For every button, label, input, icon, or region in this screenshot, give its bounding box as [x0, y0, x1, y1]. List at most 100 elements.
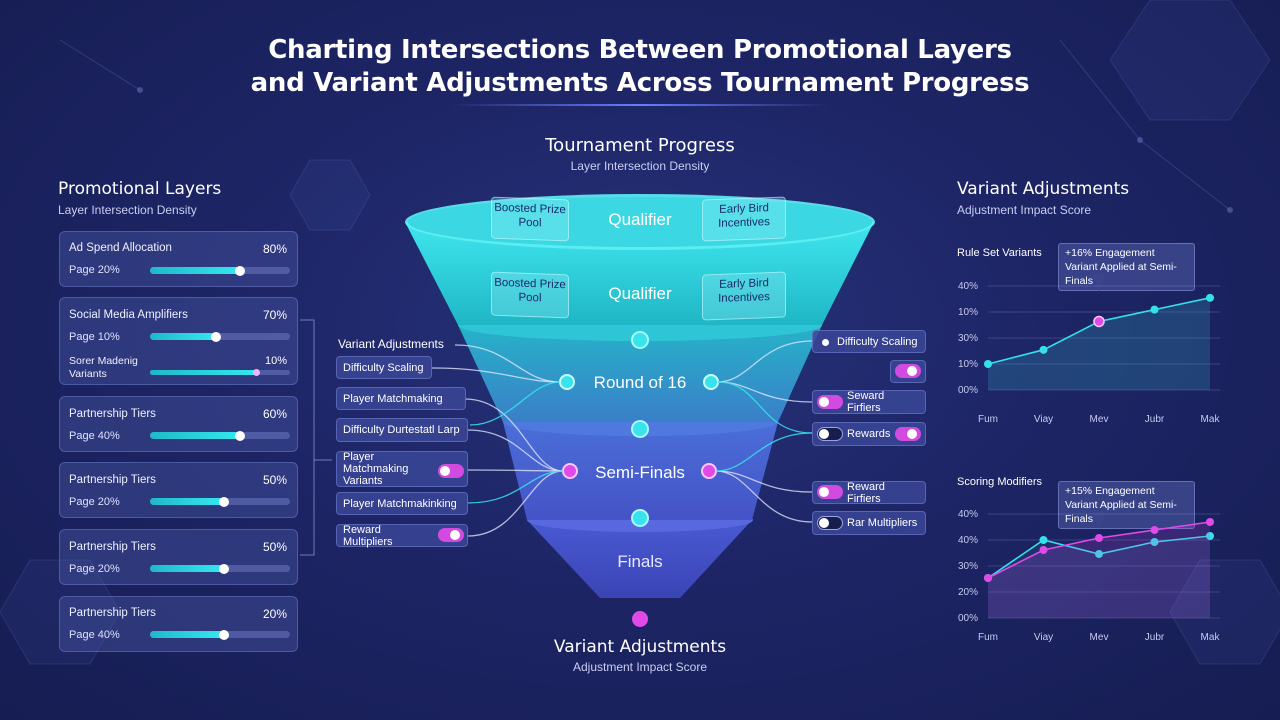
slider-knob[interactable] — [234, 430, 245, 441]
variant-adjustments-footer-heading: Variant Adjustments — [553, 637, 727, 657]
promo-card-name: Partnership Tiers — [69, 607, 156, 619]
toggle-dot — [819, 518, 829, 528]
chart1-title: Rule Set Variants — [957, 247, 1042, 259]
toggle-dot — [819, 487, 829, 497]
promo-card-percent: 50% — [262, 540, 287, 554]
boosted-prize-pool-tile[interactable]: Boosted Prize Pool — [491, 196, 569, 242]
data-point — [1150, 538, 1159, 546]
left-pill-difficulty[interactable]: Difficulty Durtestatl Larp — [336, 418, 468, 442]
promo-card-page: Page 40% — [69, 430, 120, 442]
funnel-qualifier — [405, 222, 874, 325]
promo-card-page: Page 10% — [69, 331, 120, 343]
left-pill-player-matchmaking[interactable]: Player Matchmaking — [336, 387, 466, 410]
promo-card-slider[interactable] — [150, 563, 290, 574]
promo-card-percent: 80% — [262, 242, 287, 256]
slider-knob[interactable] — [252, 369, 260, 376]
left-pill-reward-multipliers[interactable]: Reward Multipliers — [336, 524, 468, 548]
series-area — [988, 536, 1210, 618]
slider-knob[interactable] — [234, 265, 245, 276]
data-point — [1095, 550, 1103, 558]
right-pill-rar-multipliers[interactable]: Rar Multipliers — [812, 511, 926, 535]
promo-card[interactable]: Partnership Tiers 50% Page 20% — [59, 462, 298, 518]
y-tick-label: 40% — [958, 535, 978, 546]
promo-card-slider[interactable] — [150, 629, 290, 640]
variants-toggle[interactable] — [438, 464, 464, 478]
promo-card-slider[interactable] — [150, 430, 290, 441]
promo-card-extra-slider[interactable] — [150, 369, 290, 376]
promo-card-page: Page 20% — [69, 264, 120, 276]
data-point — [1206, 532, 1214, 540]
promo-card-name: Partnership Tiers — [69, 541, 156, 553]
chart1-callout: +16% Engagement Variant Applied at Semi-… — [1058, 243, 1195, 291]
right-toggle-1[interactable] — [895, 364, 921, 378]
slider-fill — [150, 267, 240, 274]
funnel-round-of-16 — [458, 325, 822, 422]
promo-card[interactable]: Partnership Tiers 60% Page 40% — [59, 396, 298, 452]
data-point — [1150, 526, 1159, 534]
slider-knob[interactable] — [219, 496, 230, 507]
left-bracket — [300, 319, 332, 556]
chart1-callout-pointer — [1092, 274, 1106, 292]
boosted-prize-pool-tile[interactable]: Boosted Prize Pool — [491, 271, 569, 319]
title-divider — [450, 104, 830, 106]
chart2-callout: +15% Engagement Variant Applied at Semi-… — [1058, 481, 1195, 529]
slider-fill — [150, 631, 225, 638]
promo-card[interactable]: Partnership Tiers 20% Page 40% — [59, 596, 298, 652]
right-pill-difficulty-scaling[interactable]: Difficulty Scaling — [812, 330, 926, 353]
promo-card-slider[interactable] — [150, 331, 290, 342]
left-pill-player-matchmakinking[interactable]: Player Matchmakinking — [336, 492, 468, 515]
y-tick-label: 20% — [958, 587, 978, 598]
right-toggle-6[interactable] — [817, 516, 843, 530]
y-tick-label: 30% — [958, 561, 978, 572]
promo-card-page: Page 20% — [69, 496, 120, 508]
data-point — [1039, 536, 1048, 544]
y-tick-label: 40% — [958, 509, 978, 520]
x-tick-label: Mev — [1090, 632, 1109, 643]
left-pill-player-matchmaking-variants[interactable]: Player Matchmaking Variants — [336, 451, 468, 487]
stage-qualifier: Qualifier — [608, 284, 672, 303]
right-toggle-3[interactable] — [817, 427, 843, 441]
stage-round-of-16: Round of 16 — [593, 373, 687, 392]
x-tick-label: Jubr — [1145, 632, 1165, 643]
promo-card-percent: 70% — [262, 308, 287, 322]
promo-card-slider[interactable] — [150, 265, 290, 276]
promo-card-page: Page 40% — [69, 629, 120, 641]
promo-card[interactable]: Ad Spend Allocation 80% Page 20% — [59, 231, 298, 287]
promo-card[interactable]: Partnership Tiers 50% Page 20% — [59, 529, 298, 585]
slider-knob[interactable] — [210, 331, 221, 342]
y-tick-label: 30% — [958, 333, 978, 344]
stage-qualifier-top: Qualifier — [608, 210, 672, 229]
chart2-callout-pointer — [1092, 512, 1106, 528]
page-title: Charting Intersections Between Promotion… — [0, 34, 1280, 100]
promo-card-percent: 20% — [262, 607, 287, 621]
slider-knob[interactable] — [219, 629, 230, 640]
promo-card-name: Partnership Tiers — [69, 474, 156, 486]
variant-adjustments-footer-subheading: Adjustment Impact Score — [572, 660, 708, 674]
right-toggle-5[interactable] — [817, 485, 843, 499]
right-pill-seward-firfiers[interactable]: Seward Firfiers — [812, 390, 926, 414]
toggle-dot — [907, 366, 917, 376]
tournament-progress-heading: Tournament Progress — [545, 135, 735, 156]
variant-adjustments-group-label: Variant Adjustments — [338, 337, 444, 351]
reward-multipliers-toggle[interactable] — [438, 528, 464, 542]
toggle-dot — [819, 397, 829, 407]
early-bird-incentives-tile[interactable]: Early Bird Incentives — [702, 196, 786, 242]
slider-knob[interactable] — [219, 563, 230, 574]
data-point — [1095, 534, 1103, 542]
left-pill-difficulty-scaling[interactable]: Difficulty Scaling — [336, 356, 432, 379]
x-tick-label: Mak — [1201, 632, 1221, 643]
y-tick-label: 00% — [958, 385, 978, 396]
early-bird-incentives-tile[interactable]: Early Bird Incentives — [702, 271, 786, 321]
right-toggle-2[interactable] — [817, 395, 843, 409]
y-tick-label: 00% — [958, 613, 978, 624]
funnel-semi-finals — [503, 422, 778, 520]
x-tick-label: Viay — [1034, 632, 1053, 643]
promo-card-slider[interactable] — [150, 496, 290, 507]
pill-label: Player Matchmaking Variants — [343, 451, 409, 487]
promo-card[interactable]: Social Media Amplifiers 70% Page 10% Sor… — [59, 297, 298, 385]
x-tick-label: Viay — [1034, 414, 1053, 425]
right-toggle-4[interactable] — [895, 427, 921, 441]
